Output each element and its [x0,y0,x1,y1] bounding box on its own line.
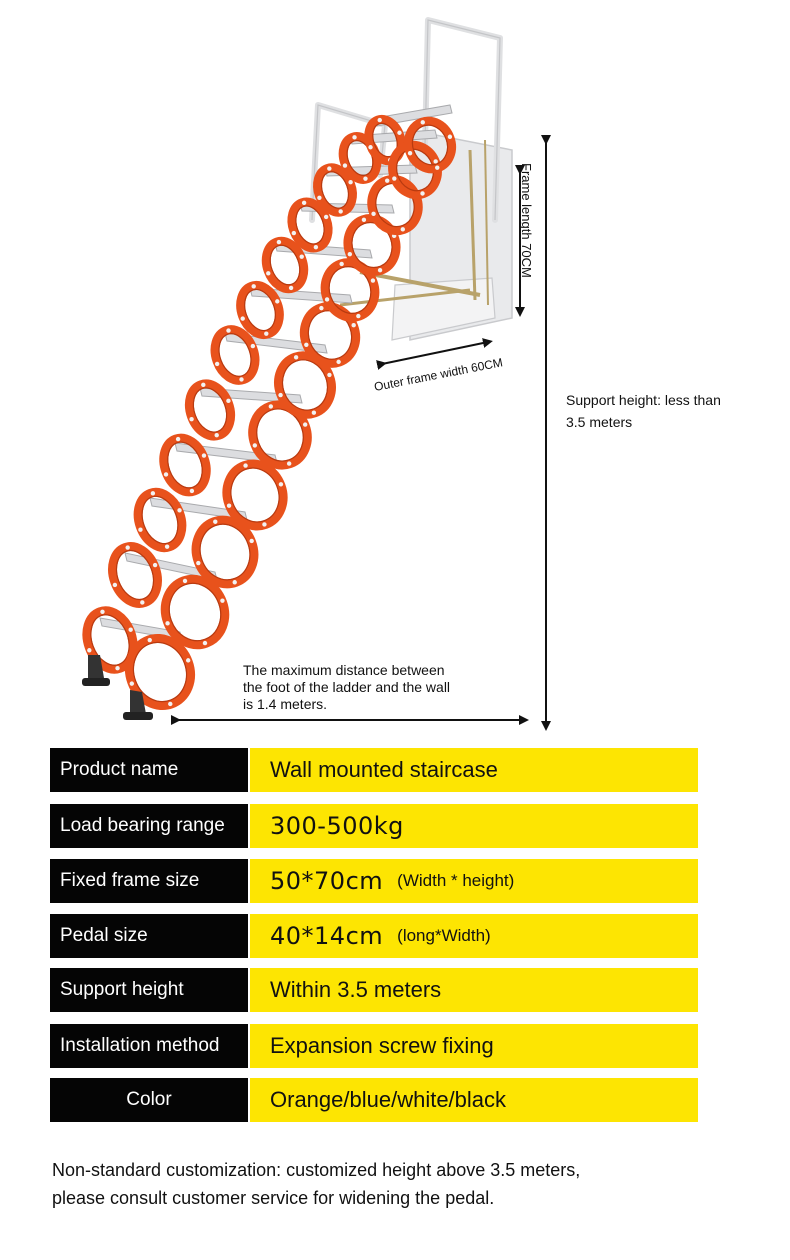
spec-value: 300-500kg [250,804,698,848]
max-distance-note-line: The maximum distance between [243,662,445,678]
scissor-ring [184,379,236,441]
scissor-ring [343,214,401,276]
frame-length-label: Frame length 70CM [519,163,534,278]
spec-row-fixed-frame-size: Fixed frame size 50*70cm (Width * height) [50,859,700,903]
scissor-ring [403,116,457,174]
scissor-ring [236,280,284,340]
scissor-ring [222,459,288,531]
scissor-ring [287,197,333,253]
spec-label: Product name [50,748,248,792]
customization-note: Non-standard customization: customized h… [52,1156,752,1212]
spec-label: Support height [50,968,248,1012]
support-height-note-line: 3.5 meters [566,414,633,430]
support-height-note: Support height: less than 3.5 meters [566,392,721,431]
scissor-ring [108,542,162,608]
support-height-note-line: Support height: less than [566,392,721,408]
spec-value: 50*70cm (Width * height) [250,859,698,903]
max-distance-note-line: the foot of the ladder and the wall [243,679,451,695]
scissor-ring [82,606,138,674]
spec-value: Orange/blue/white/black [250,1078,698,1122]
max-distance-note: The maximum distance between the foot of… [243,662,450,713]
scissor-ring [261,236,309,294]
spec-label: Pedal size [50,914,248,958]
spec-value: Within 3.5 meters [250,968,698,1012]
scissor-ring [133,487,187,553]
spec-value-text: 300-500kg [270,812,404,840]
customization-note-line: Non-standard customization: customized h… [52,1160,581,1180]
scissor-ring [320,258,380,322]
spec-value-text: Orange/blue/white/black [270,1087,507,1112]
spec-value-text: 50*70cm [270,867,384,895]
spec-row-product-name: Product name Wall mounted staircase [50,748,700,792]
scissor-ring [191,515,259,589]
spec-label: Installation method [50,1024,248,1068]
scissor-ring [299,302,361,368]
scissor-links [82,114,457,711]
scissor-ring [313,163,357,217]
scissor-ring [160,574,230,650]
scissor-ring [248,400,312,470]
spec-label: Fixed frame size [50,859,248,903]
spec-value-text: Wall mounted staircase [270,757,498,782]
spec-value: Wall mounted staircase [250,748,698,792]
spec-row-pedal-size: Pedal size 40*14cm (long*Width) [50,914,700,958]
spec-row-color: Color Orange/blue/white/black [50,1078,700,1122]
spec-value-unit: (long*Width) [397,926,491,945]
scissor-ring [274,351,336,419]
scissor-ring [125,633,195,711]
spec-value-text: Expansion screw fixing [270,1033,494,1058]
spec-row-support-height: Support height Within 3.5 meters [50,968,700,1012]
spec-value: 40*14cm (long*Width) [250,914,698,958]
max-distance-note-line: is 1.4 meters. [243,696,328,712]
ladder-feet [82,655,153,720]
spec-label: Load bearing range [50,804,248,848]
spec-row-installation-method: Installation method Expansion screw fixi… [50,1024,700,1068]
spec-value-unit: (Width * height) [397,871,515,890]
outer-frame-width-arrow [376,338,493,370]
spec-label: Color [50,1078,248,1122]
spec-value-text: Within 3.5 meters [270,977,442,1002]
scissor-ring [159,433,211,497]
scissor-ring [210,325,260,385]
spec-row-load-bearing: Load bearing range 300-500kg [50,804,700,848]
spec-value: Expansion screw fixing [250,1024,698,1068]
spec-value-text: 40*14cm [270,922,384,950]
ladder-illustration: Frame length 70CM Outer frame width 60CM [82,17,551,731]
customization-note-line: please consult customer service for wide… [52,1188,495,1208]
